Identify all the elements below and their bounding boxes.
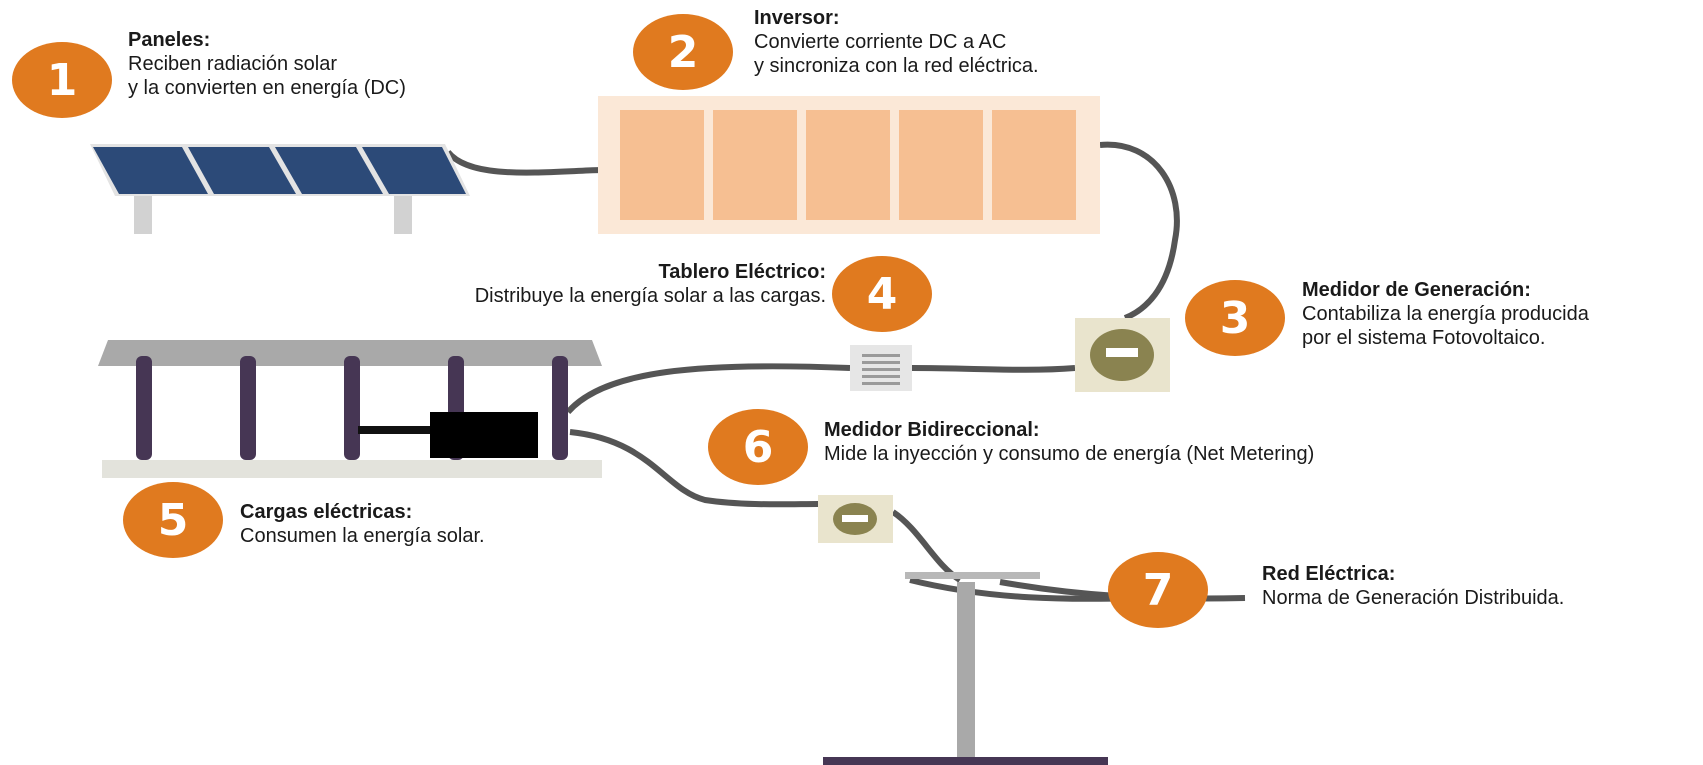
pole-crossarm xyxy=(905,572,1040,579)
panelboard-slot xyxy=(862,382,900,385)
panel-cell xyxy=(362,147,466,194)
cable-inverter-meter xyxy=(1099,141,1180,321)
step-badge-3: 3 xyxy=(1185,280,1285,356)
cable-bidirectional-meter-pole xyxy=(891,509,962,583)
cable-loads-bidirectional-meter xyxy=(569,429,819,508)
step-description-line: Consumen la energía solar. xyxy=(240,525,485,547)
load-machine xyxy=(430,412,538,458)
inverter-module xyxy=(806,110,890,220)
building-column xyxy=(136,356,152,460)
step-badge-5: 5 xyxy=(123,482,223,558)
step-description-line: y sincroniza con la red eléctrica. xyxy=(754,55,1039,77)
step-title: Red Eléctrica: xyxy=(1262,563,1396,585)
electrical-panelboard xyxy=(850,345,912,391)
grid-base xyxy=(823,757,1108,765)
step-description-line: por el sistema Fotovoltaico. xyxy=(1302,327,1546,349)
step-title: Tablero Eléctrico: xyxy=(658,261,826,283)
step-label-2: Inversor: Convierte corriente DC a AC y … xyxy=(754,6,1039,78)
building-column xyxy=(344,356,360,460)
step-description-line: y la convierten en energía (DC) xyxy=(128,77,406,99)
step-label-5: Cargas eléctricas: Consumen la energía s… xyxy=(240,500,485,548)
step-title: Medidor Bidireccional: xyxy=(824,419,1040,441)
solar-panel xyxy=(90,144,470,234)
step-description-line: Reciben radiación solar xyxy=(128,53,338,75)
building-roof xyxy=(98,340,602,366)
panelboard-slot xyxy=(862,375,900,378)
load-arm xyxy=(358,426,452,434)
step-title: Paneles: xyxy=(128,29,211,51)
inverter xyxy=(598,96,1100,234)
inverter-module xyxy=(620,110,704,220)
step-title: Medidor de Generación: xyxy=(1302,279,1531,301)
step-badge-7: 7 xyxy=(1108,552,1208,628)
panel-cell xyxy=(275,147,383,194)
step-badge-4: 4 xyxy=(832,256,932,332)
step-label-6: Medidor Bidireccional: Mide la inyección… xyxy=(824,418,1314,466)
step-badge-1: 1 xyxy=(12,42,112,118)
electrical-loads xyxy=(98,340,602,478)
step-label-3: Medidor de Generación: Contabiliza la en… xyxy=(1302,278,1589,350)
inverter-module xyxy=(899,110,983,220)
panel-cell xyxy=(188,147,296,194)
step-label-1: Paneles: Reciben radiación solar y la co… xyxy=(128,28,406,100)
panelboard-slot xyxy=(862,368,900,371)
cable-panelboard-loads xyxy=(565,363,851,415)
panelboard-slot xyxy=(862,361,900,364)
building-column xyxy=(552,356,568,460)
cable-meter-panelboard xyxy=(911,365,1076,373)
inverter-module xyxy=(992,110,1076,220)
step-title: Cargas eléctricas: xyxy=(240,501,413,523)
step-description-line: Norma de Generación Distribuida. xyxy=(1262,587,1565,609)
meter-bar xyxy=(842,515,868,522)
step-badge-6: 6 xyxy=(708,409,808,485)
panel-cell xyxy=(93,147,208,194)
step-badge-2: 2 xyxy=(633,14,733,90)
step-description-line: Distribuye la energía solar a las cargas… xyxy=(474,285,826,307)
inverter-module xyxy=(713,110,797,220)
building-column xyxy=(240,356,256,460)
cable-panel-inverter xyxy=(445,149,601,176)
bidirectional-meter xyxy=(818,495,893,543)
step-label-7: Red Eléctrica: Norma de Generación Distr… xyxy=(1262,562,1564,610)
panelboard-slot xyxy=(862,354,900,357)
step-description-line: Contabiliza la energía producida xyxy=(1302,303,1589,325)
step-description-line: Convierte corriente DC a AC xyxy=(754,31,1007,53)
pole-post xyxy=(957,582,975,765)
step-label-4: Tablero Eléctrico: Distribuye la energía… xyxy=(475,260,826,308)
building-floor xyxy=(102,460,602,478)
step-description-line: Mide la inyección y consumo de energía (… xyxy=(824,443,1315,465)
generation-meter xyxy=(1075,318,1170,392)
step-title: Inversor: xyxy=(754,7,840,29)
utility-pole xyxy=(823,572,1108,765)
meter-bar xyxy=(1106,348,1138,357)
